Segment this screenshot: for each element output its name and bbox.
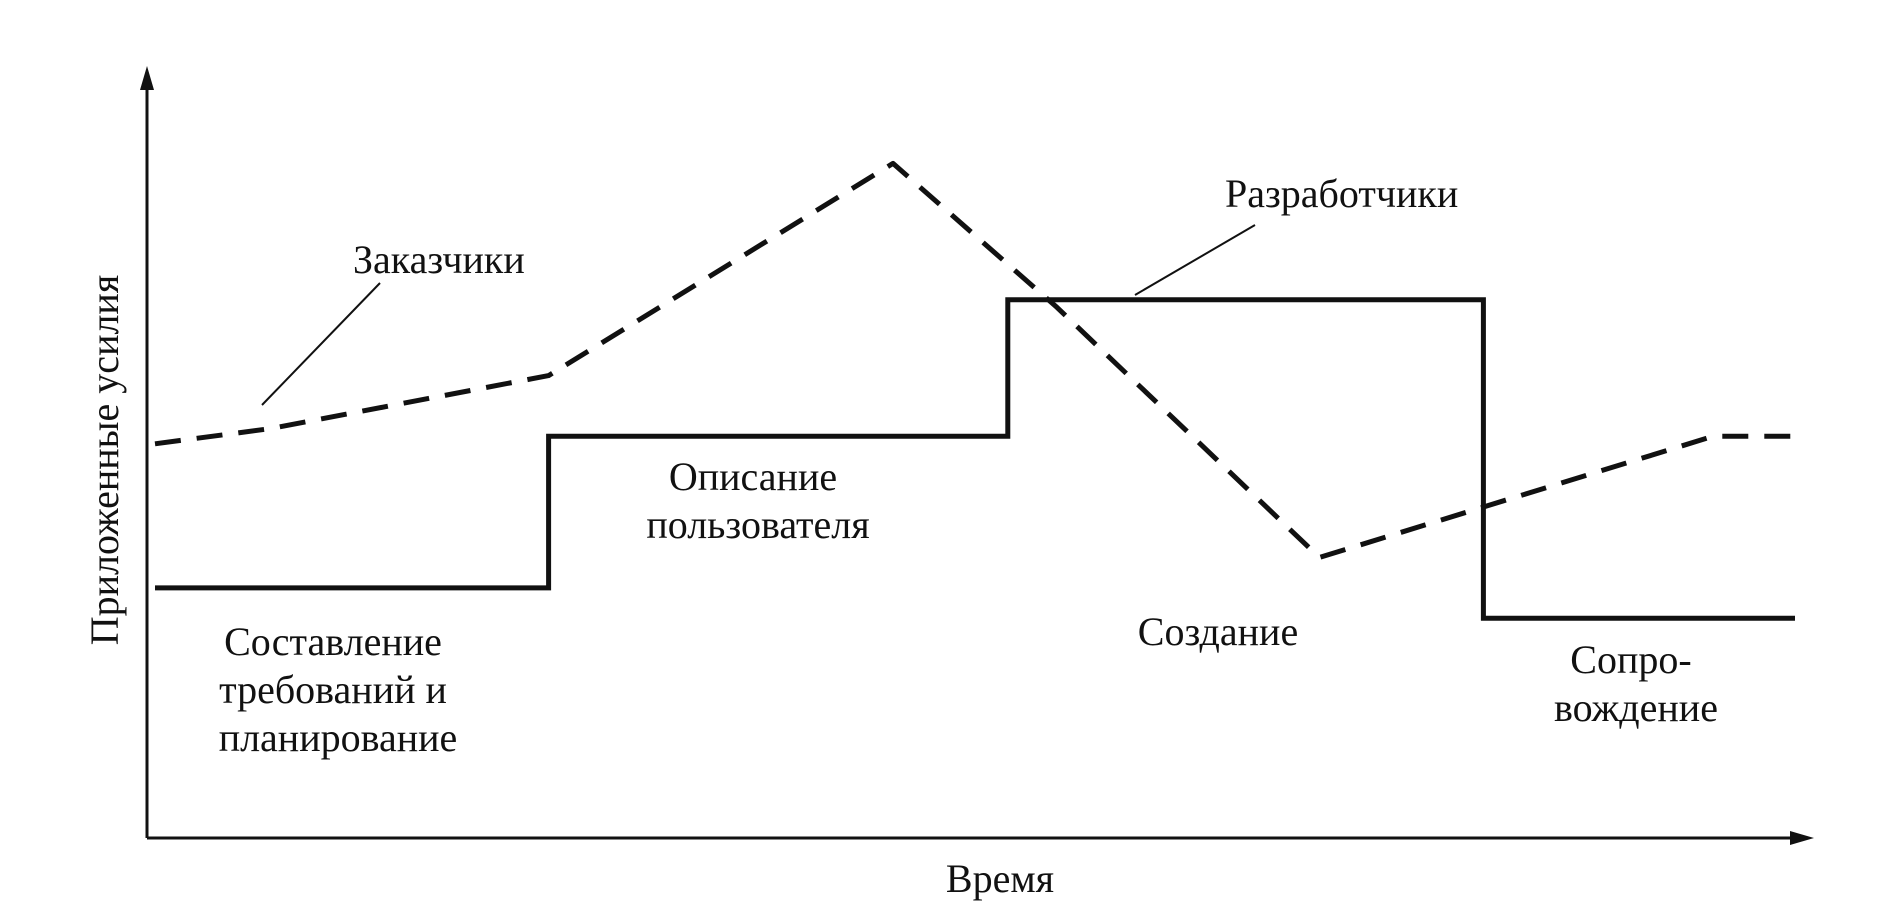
customers-leader-line (261, 282, 381, 406)
series-label-developers: Разработчики (1225, 171, 1458, 216)
y-axis-title: Приложенные усилия (82, 275, 127, 646)
series-line-developers (155, 297, 1795, 621)
phase-label-maintenance: Сопро- вождение (1554, 637, 1718, 730)
x-axis-title: Время (946, 856, 1054, 901)
series-line-customers (154, 160, 1795, 560)
phase-label-requirements: Составление требований и планирование (219, 619, 458, 760)
x-axis-arrow (1790, 831, 1814, 845)
y-axis-arrow (140, 66, 154, 90)
phase-label-user-description: Описание пользователя (646, 454, 869, 547)
developers-leader-line (1134, 224, 1256, 296)
phase-label-construction: Создание (1138, 609, 1298, 654)
series-label-customers: Заказчики (353, 237, 525, 282)
